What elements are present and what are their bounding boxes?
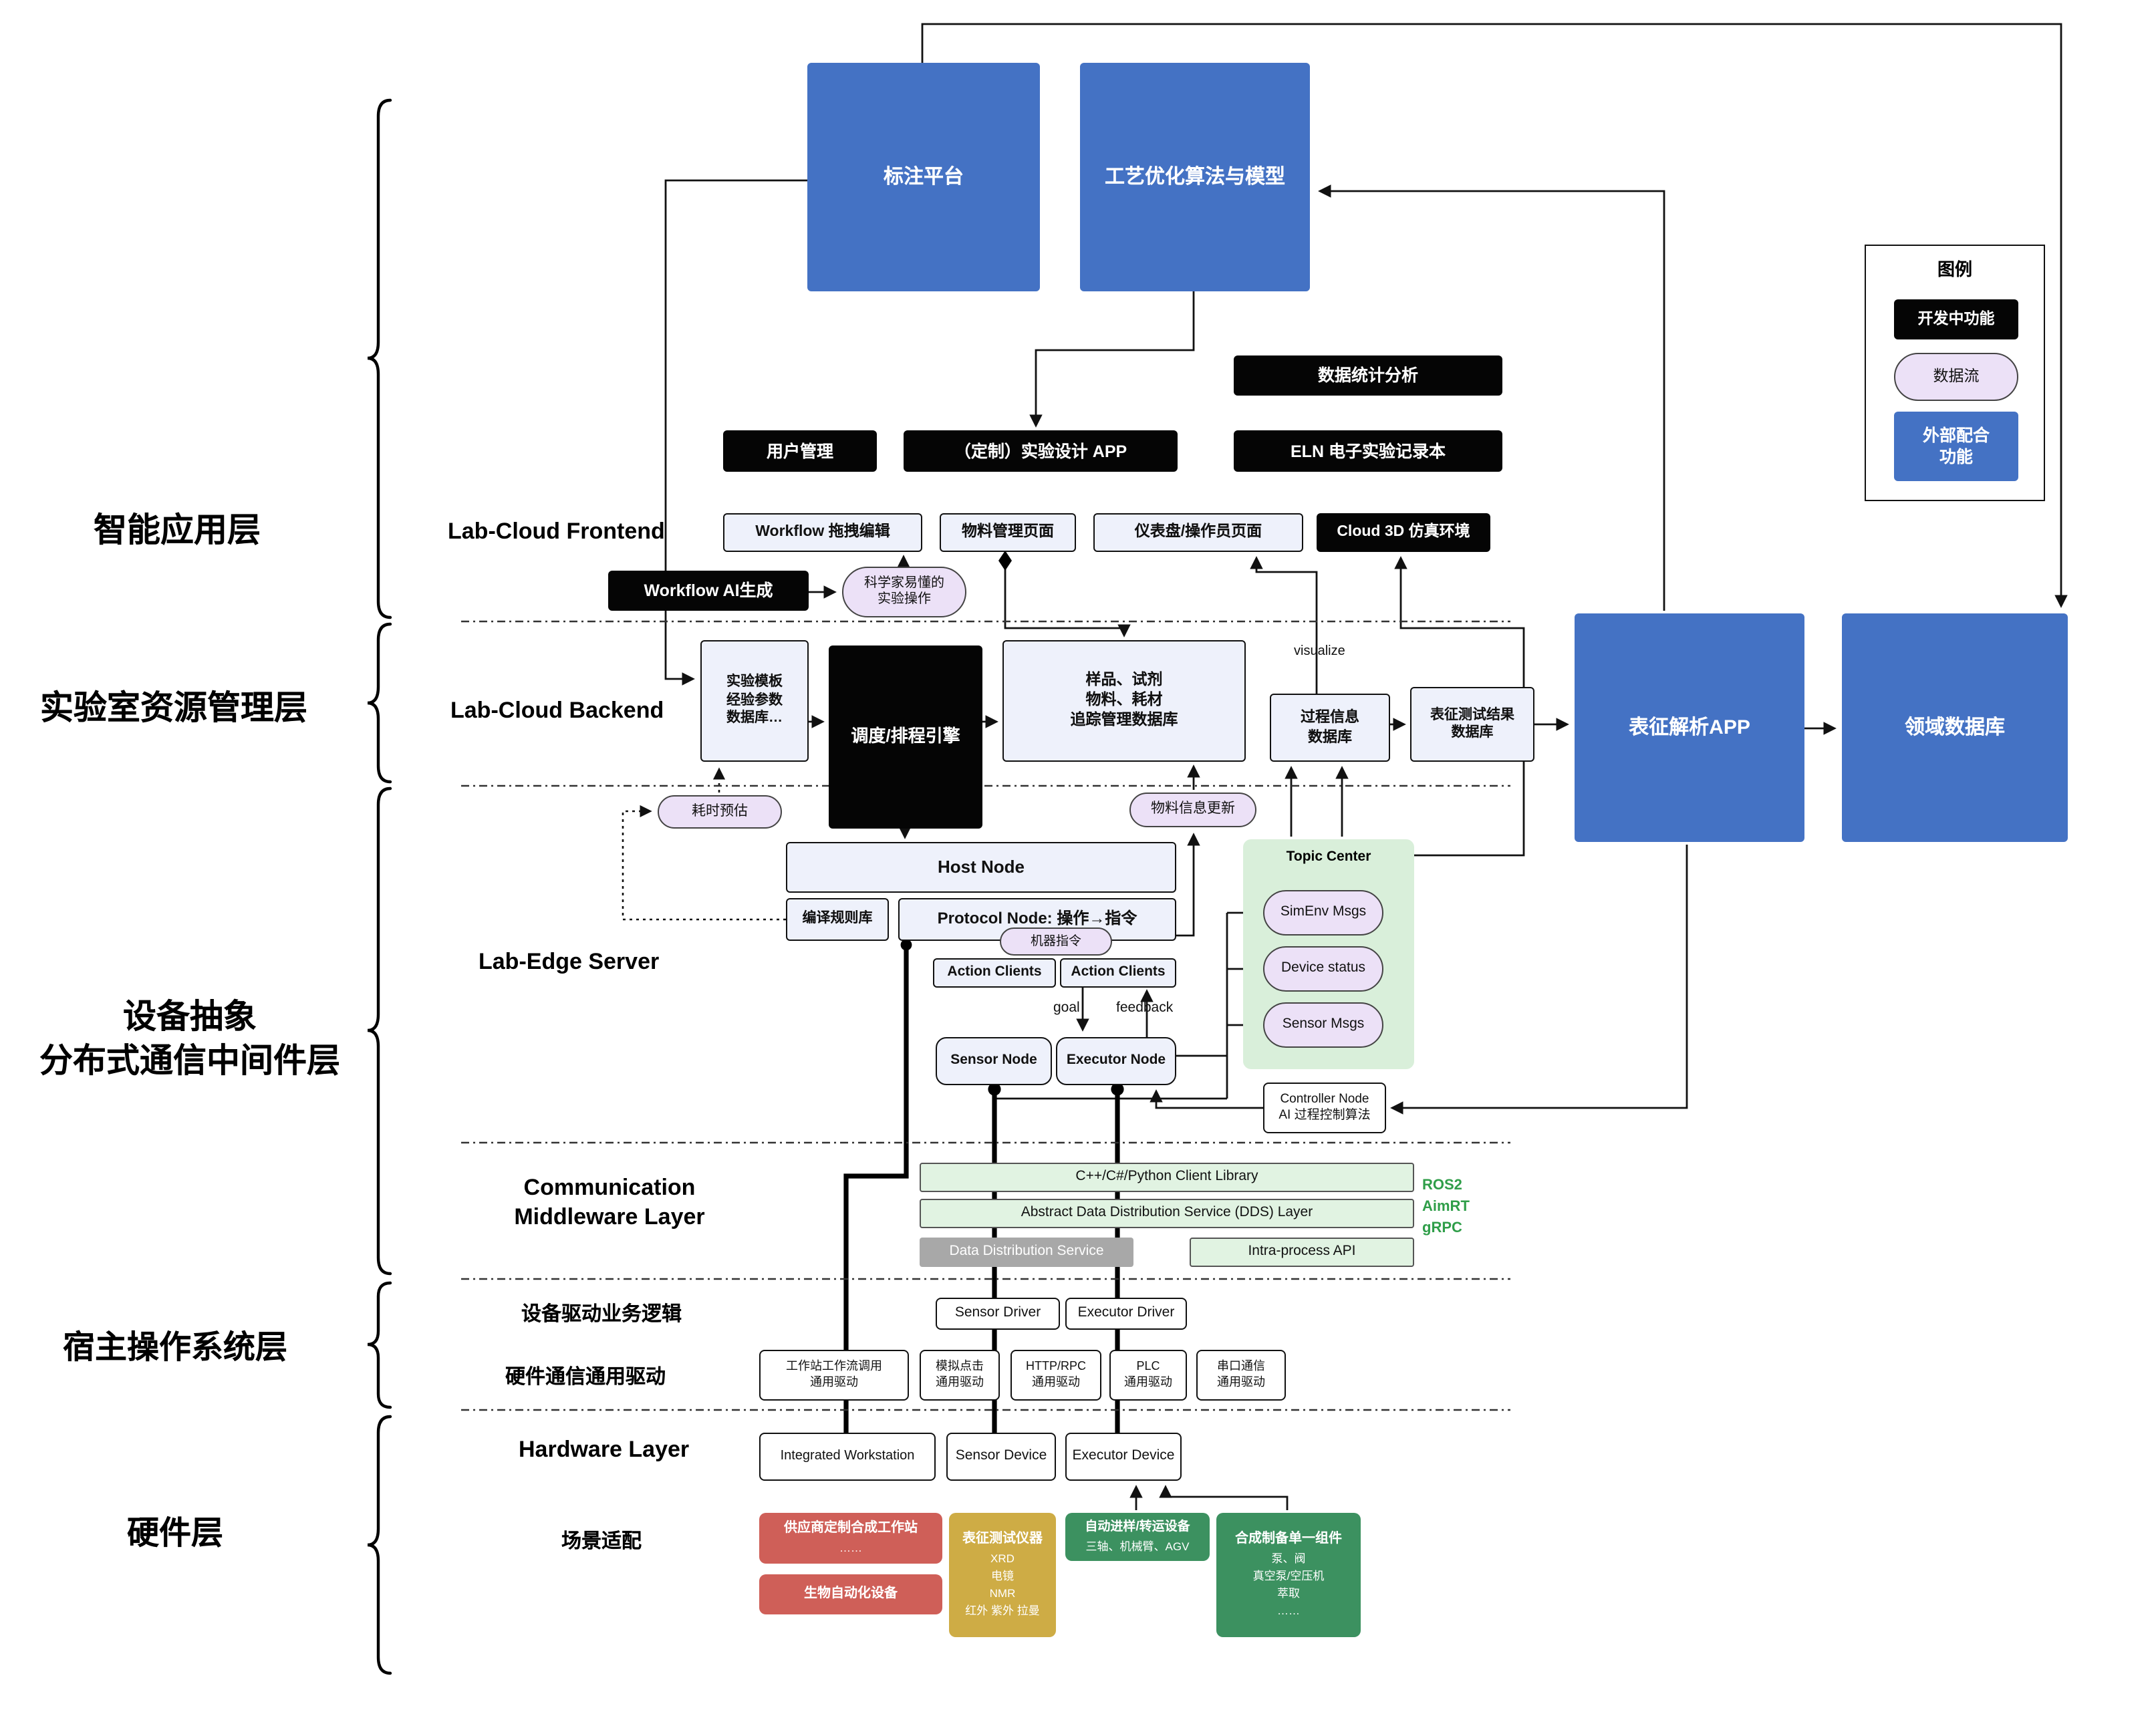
sensor-device-box: Sensor Device — [946, 1433, 1056, 1481]
middleware-section-label: Communication Middleware Layer — [514, 1175, 705, 1230]
action-clients-box-1: Action Clients — [933, 958, 1056, 988]
workflow-editor-box: Workflow 拖拽编辑 — [723, 513, 922, 552]
dds-abstract-bar: Abstract Data Distribution Service (DDS)… — [920, 1199, 1414, 1228]
layer-label-hardware: 硬件层 — [127, 1516, 223, 1552]
layer-label-intelligent-app: 智能应用层 — [94, 512, 261, 549]
time-estimate-pill: 耗时预估 — [658, 795, 782, 829]
legend-data-flow: 数据流 — [1894, 353, 2018, 401]
transfer-devices-title: 自动进样/转运设备 — [1085, 1519, 1190, 1534]
driver-box-plc: PLC 通用驱动 — [1109, 1350, 1187, 1401]
legend-title: 图例 — [1937, 259, 1972, 279]
driver-box-http-rpc: HTTP/RPC 通用驱动 — [1010, 1350, 1101, 1401]
vendor-workstation-sub: …… — [839, 1540, 862, 1554]
legend-in-development: 开发中功能 — [1894, 299, 2018, 339]
layer-label-lab-resource: 实验室资源管理层 — [40, 690, 308, 727]
driver-box-workstation: 工作站工作流调用 通用驱动 — [759, 1350, 909, 1401]
dotted-arrows — [622, 767, 786, 921]
eln-box: ELN 电子实验记录本 — [1234, 430, 1502, 472]
visualize-label: visualize — [1294, 644, 1345, 659]
executor-node-box: Executor Node — [1056, 1037, 1176, 1085]
generic-driver-label: 硬件通信通用驱动 — [505, 1366, 666, 1389]
synthesis-components-box: 合成制备单一组件 泵、阀 真空泵/空压机 萃取 …… — [1216, 1513, 1361, 1637]
frontend-section-label: Lab-Cloud Frontend — [448, 519, 665, 544]
cloud-3d-box: Cloud 3D 仿真环境 — [1317, 513, 1490, 552]
process-db-box: 过程信息 数据库 — [1270, 694, 1390, 762]
bio-automation-title: 生物自动化设备 — [804, 1586, 898, 1601]
vendor-workstation-title: 供应商定制合成工作站 — [784, 1520, 918, 1536]
legend-panel: 图例 开发中功能 数据流 外部配合 功能 — [1865, 245, 2045, 501]
custom-design-app-box: （定制）实验设计 APP — [904, 430, 1178, 472]
topic-center-panel: Topic Center SimEnv Msgs Device status S… — [1243, 839, 1414, 1069]
driver-logic-label: 设备驱动业务逻辑 — [521, 1303, 682, 1326]
scientist-ops-pill: 科学家易懂的 实验操作 — [842, 567, 966, 617]
simenv-msgs-pill: SimEnv Msgs — [1263, 890, 1383, 936]
vendor-workstation-box: 供应商定制合成工作站 …… — [759, 1513, 942, 1564]
action-clients-box-2: Action Clients — [1060, 958, 1176, 988]
sensor-msgs-pill: Sensor Msgs — [1263, 1002, 1383, 1048]
executor-driver-box: Executor Driver — [1065, 1298, 1187, 1330]
scene-adapt-label: 场景适配 — [561, 1530, 642, 1553]
integrated-workstation-box: Integrated Workstation — [759, 1433, 936, 1481]
synthesis-components-sub: 泵、阀 真空泵/空压机 萃取 …… — [1252, 1552, 1325, 1617]
compile-rules-box: 编译规则库 — [786, 898, 889, 941]
goal-label: goal — [1053, 1000, 1080, 1016]
material-page-box: 物料管理页面 — [940, 513, 1076, 552]
executor-device-box: Executor Device — [1065, 1433, 1182, 1481]
process-optimization-box: 工艺优化算法与模型 — [1080, 63, 1310, 291]
domain-db-box: 领域数据库 — [1842, 613, 2068, 842]
material-update-pill: 物料信息更新 — [1129, 793, 1256, 827]
annotation-platform-box: 标注平台 — [807, 63, 1040, 291]
layer-label-host-os: 宿主操作系统层 — [63, 1330, 287, 1366]
scheduler-box: 调度/排程引擎 — [829, 646, 982, 829]
char-analysis-app-box: 表征解析APP — [1575, 613, 1804, 842]
client-library-bar: C++/C#/Python Client Library — [920, 1163, 1414, 1192]
controller-node-box: Controller Node AI 过程控制算法 — [1263, 1083, 1386, 1133]
char-instruments-sub: XRD 电镜 NMR 红外 紫外 拉曼 — [965, 1552, 1040, 1617]
user-management-box: 用户管理 — [723, 430, 877, 472]
backend-section-label: Lab-Cloud Backend — [450, 698, 664, 723]
sensor-node-box: Sensor Node — [936, 1037, 1052, 1085]
transfer-devices-sub: 三轴、机械臂、AGV — [1085, 1539, 1190, 1553]
driver-box-click: 模拟点击 通用驱动 — [920, 1350, 1000, 1401]
topic-center-label: Topic Center — [1286, 849, 1371, 865]
sensor-driver-box: Sensor Driver — [936, 1298, 1060, 1330]
dashboard-page-box: 仪表盘/操作员页面 — [1093, 513, 1303, 552]
middleware-stack-label: ROS2 AimRT gRPC — [1422, 1177, 1470, 1236]
driver-box-serial: 串口通信 通用驱动 — [1196, 1350, 1286, 1401]
data-statistics-box: 数据统计分析 — [1234, 355, 1502, 396]
device-status-pill: Device status — [1263, 946, 1383, 992]
sample-db-box: 样品、试剂 物料、耗材 追踪管理数据库 — [1002, 640, 1246, 762]
char-result-db-box: 表征测试结果 数据库 — [1410, 687, 1534, 762]
template-db-box: 实验模板 经验参数 数据库… — [700, 640, 809, 762]
char-instruments-title: 表征测试仪器 — [962, 1531, 1043, 1546]
layer-label-device-abstraction: 设备抽象 分布式通信中间件层 — [39, 998, 340, 1079]
transfer-devices-box: 自动进样/转运设备 三轴、机械臂、AGV — [1065, 1513, 1210, 1561]
workflow-ai-box: Workflow AI生成 — [608, 571, 809, 611]
hardware-section-label: Hardware Layer — [519, 1437, 690, 1462]
layer-separators — [461, 620, 1510, 1411]
char-instruments-box: 表征测试仪器 XRD 电镜 NMR 红外 紫外 拉曼 — [949, 1513, 1056, 1637]
synthesis-components-title: 合成制备单一组件 — [1235, 1531, 1342, 1546]
junction-dots — [900, 551, 1124, 1096]
legend-external-support: 外部配合 功能 — [1894, 412, 2018, 481]
feedback-label: feedback — [1116, 1000, 1174, 1016]
host-node-box: Host Node — [786, 842, 1176, 893]
bio-automation-box: 生物自动化设备 — [759, 1574, 942, 1614]
layer-braces — [367, 98, 392, 1675]
intra-process-bar: Intra-process API — [1190, 1238, 1414, 1267]
machine-cmd-pill: 机器指令 — [1000, 927, 1112, 956]
edge-section-label: Lab-Edge Server — [479, 949, 660, 974]
dds-service-bar: Data Distribution Service — [920, 1238, 1133, 1267]
